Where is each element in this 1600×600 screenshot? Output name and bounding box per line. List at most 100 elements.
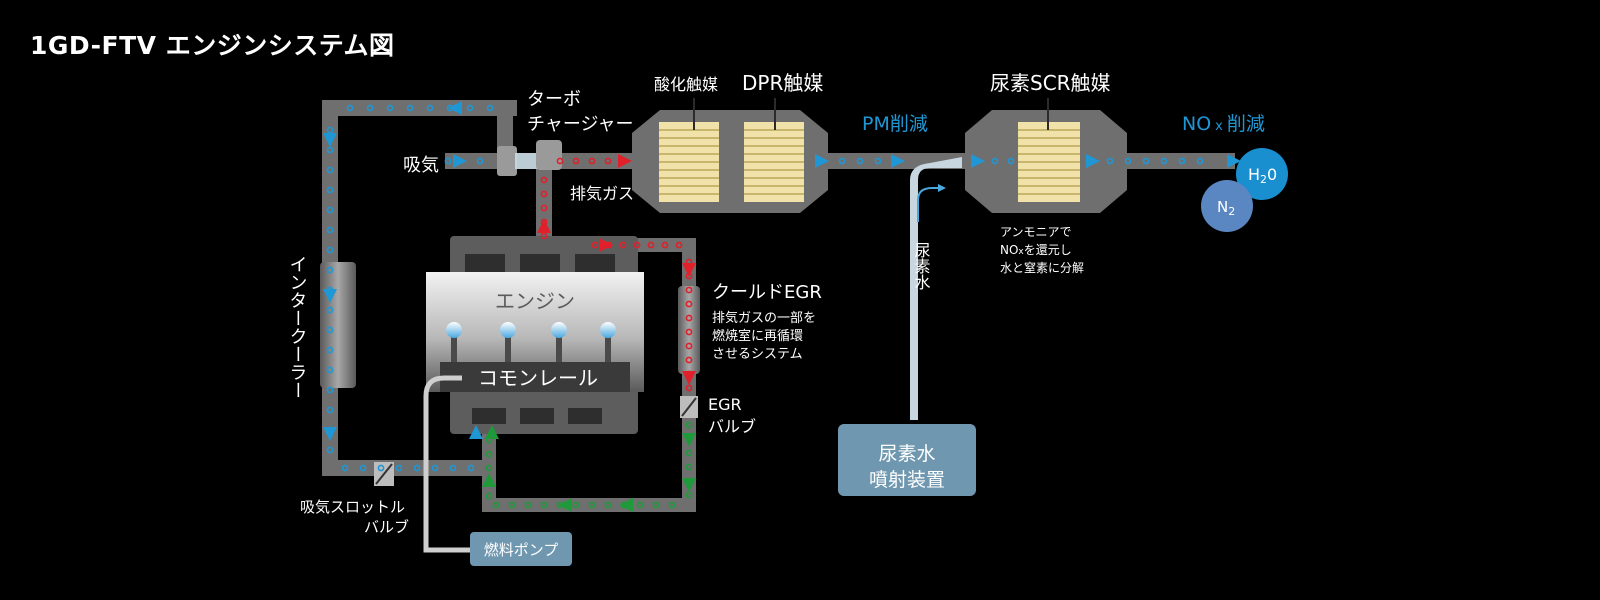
egr-flow-dot [685,421,693,429]
exhaust-flow-dot [647,241,655,249]
egr-flow-dot [540,501,548,509]
throttle-label-1: 吸気スロットル [300,498,405,516]
clean-flow-dot [874,157,882,165]
engine-label: エンジン [495,289,575,313]
urea-scr-catalyst-label: 尿素SCR触媒 [990,71,1111,95]
egr-flow-dot [636,501,644,509]
intake-label: 吸気 [403,155,439,176]
intake-flow-dot [326,306,334,314]
throttle-label-2: バルブ [364,518,409,536]
exhaust-flow-dot [685,314,693,322]
intercooler-body [320,262,356,388]
common-rail-label: コモンレール [478,366,598,390]
clean-flow-dot [838,157,846,165]
exhaust-flow-dot [540,204,548,212]
intake-flow-dot [467,464,475,472]
clean-flow-dot [1142,157,1150,165]
exhaust-flow-dot [675,241,683,249]
exhaust-flow-dot [685,272,693,280]
exhaust-flow-dot [591,241,599,249]
intake-flow-dot [326,346,334,354]
exhaust-flow-dot [685,258,693,266]
intake-flow-dot [326,326,334,334]
egr-flow-dot [668,501,676,509]
injector-label-1: 尿素水 [878,443,935,465]
dpr-catalyst-unit [632,98,828,213]
egr-flow-arrow [482,473,496,487]
exhaust-gas-label: 排気ガス [570,184,634,203]
clean-flow-dot [856,157,864,165]
scr-desc-2: NOxを還元し [1000,243,1072,257]
scr-desc-1: アンモニアで [1000,225,1072,239]
intake-flow-dot [476,157,484,165]
egr-flow-dot [485,450,493,458]
egr-flow-arrow [682,478,696,492]
clean-flow-dot [1007,157,1015,165]
turbo-label-2: チャージャー [527,114,634,135]
fuel-line [423,375,470,553]
exhaust-flow-dot [540,232,548,240]
exhaust-flow-arrow [618,154,632,168]
intake-flow-dot [326,366,334,374]
exhaust-flow-dot [685,286,693,294]
exhaust-flow-dot [633,241,641,249]
flow-markers [323,101,1241,512]
exhaust-flow-dot [619,241,627,249]
intake-flow-dot [377,464,385,472]
clean-flow-arrow [891,154,905,168]
turbocharger [497,140,562,176]
injector-set [446,322,616,362]
clean-flow-arrow [971,154,985,168]
egr-flow-dot [604,501,612,509]
intake-flow-dot [326,126,334,134]
exhaust-flow-dot [572,157,580,165]
egr-flow-arrow [682,433,696,447]
dpr-catalyst-block [744,122,804,202]
turbo-label-1: ターボ [527,89,581,110]
intake-flow-dot [413,464,421,472]
intake-flow-dot [466,104,474,112]
clean-flow-dot [1106,157,1114,165]
urea-injector-box [838,424,976,496]
exhaust-flow-dot [556,157,564,165]
egr-valve-label-1: EGR [708,395,742,414]
exhaust-flow-dot [685,384,693,392]
injector-label-2: 噴射装置 [869,469,945,491]
page-title: 1GD-FTV エンジンシステム図 [30,31,395,60]
intake-flow-dot [326,186,334,194]
oxidation-catalyst-label: 酸化触媒 [654,75,718,94]
fuel-pump-box [470,532,572,566]
intake-flow-dot [326,166,334,174]
urea-injection-line [910,157,962,420]
egr-flow-dot [492,501,500,509]
scr-desc-3: 水と窒素に分解 [1000,260,1084,275]
intake-flow-dot [326,206,334,214]
dpr-catalyst-label: DPR触媒 [742,71,823,95]
egr-flow-dot [572,501,580,509]
intake-flow-dot [326,246,334,254]
egr-flow-arrow [558,498,572,512]
pipe-outlet [1120,153,1235,169]
intake-flow-dot [406,104,414,112]
intake-flow-dot [326,406,334,414]
intake-flow-arrow [453,154,467,168]
pipe-top-intake [322,100,517,116]
egr-valve [680,396,698,418]
exhaust-flow-arrow [599,238,613,252]
egr-flow-dot [524,501,532,509]
h2o-label: H20 [1248,165,1277,186]
intercooler-label: インタークーラー [287,255,308,399]
clean-flow-dot [1196,157,1204,165]
egr-flow-dot [685,449,693,457]
exhaust-flow-dot [685,328,693,336]
exhaust-flow-dot [685,300,693,308]
clean-flow-arrow [1086,154,1100,168]
egr-desc-1: 排気ガスの一部を [712,310,816,326]
egr-flow-dot [588,501,596,509]
pm-reduction-label: PM削減 [862,113,928,135]
intake-flow-dot [366,104,374,112]
egr-valve-label-2: バルブ [708,417,756,436]
intake-flow-arrow [469,425,483,439]
